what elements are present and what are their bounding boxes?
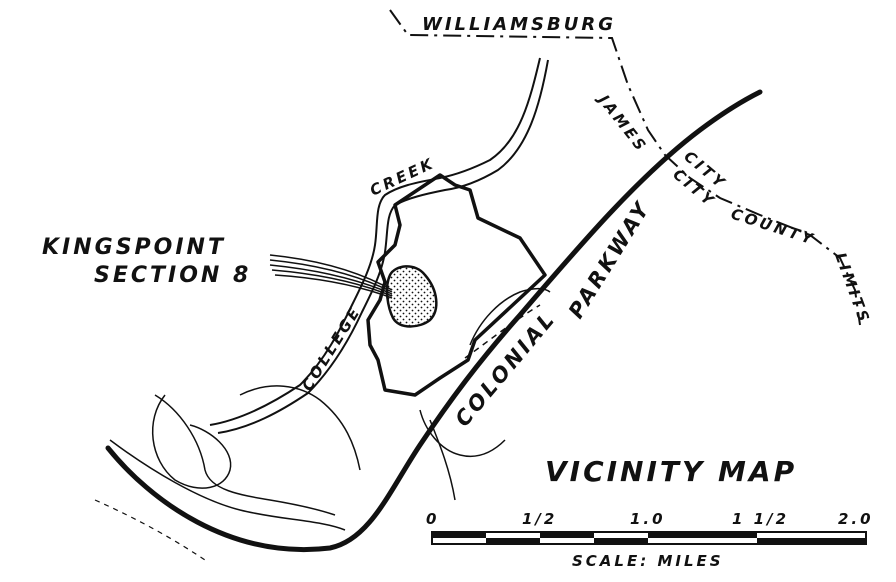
city-county-limits-boundary: [389, 9, 861, 326]
marsh-inlet-dashed: [464, 304, 541, 359]
left-edge-dashed-line: [94, 499, 206, 561]
label-creek: CREEK: [367, 154, 438, 200]
kingspoint-section-8-area: [385, 265, 438, 328]
kingspoint-tract-boundary: [366, 173, 547, 397]
colonial-parkway-road: [105, 89, 763, 552]
label-county: COUNTY: [729, 205, 818, 249]
lower-stream-bank-2: [154, 394, 336, 516]
scale-tick-0: 0: [426, 510, 439, 528]
map-title: VICINITY MAP: [545, 455, 797, 488]
label-williamsburg: WILLIAMSBURG: [422, 14, 616, 35]
scale-title: SCALE: MILES: [572, 552, 724, 570]
label-limits: LIMITS: [831, 250, 873, 326]
label-kingspoint: KINGSPOINT: [42, 235, 226, 260]
lower-stream-bank-1: [109, 439, 346, 531]
label-james: JAMES: [593, 89, 651, 156]
college-creek-upper-bank: [209, 57, 541, 426]
lower-stream-bank-4: [239, 385, 361, 471]
scale-tick-2: 2.0: [838, 510, 874, 528]
lower-stream-bank-5: [419, 409, 506, 457]
scale-tick-half: 1/2: [522, 510, 557, 528]
section-8-leader-lines: [269, 254, 393, 299]
lower-stream-bank-3: [152, 394, 232, 489]
label-section-8: SECTION 8: [94, 263, 251, 288]
scale-tick-1-half: 1 1/2: [732, 510, 789, 528]
scale-bar: [431, 531, 867, 545]
scale-tick-1: 1.0: [630, 510, 666, 528]
label-colonial: COLONIAL: [450, 306, 560, 431]
label-college: COLLEGE: [298, 303, 365, 395]
lower-stream-bank-6: [429, 419, 456, 501]
